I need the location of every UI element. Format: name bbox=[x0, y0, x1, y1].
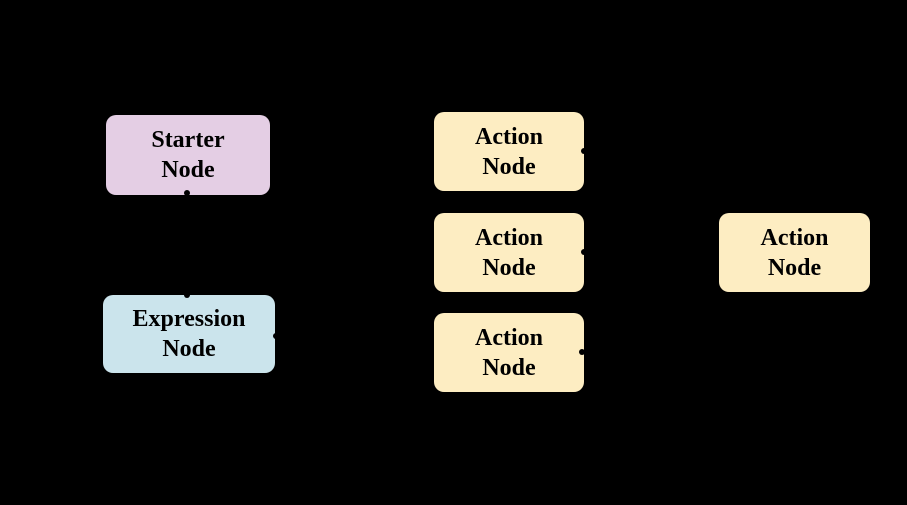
starter-node-label-line2: Node bbox=[161, 157, 215, 183]
action-node-3-label-line1: Action bbox=[475, 324, 543, 351]
connector-dot-expression-right bbox=[273, 333, 279, 339]
action-node-4-label-line2: Node bbox=[767, 254, 822, 281]
action-node-1: Action Node bbox=[434, 112, 584, 191]
action-node-3-label-line2: Node bbox=[482, 354, 536, 381]
connector-dot-expression-top bbox=[184, 292, 190, 298]
expression-node-label-line2: Node bbox=[162, 336, 216, 362]
action-node-2: Action Node bbox=[434, 213, 584, 292]
starter-node-label-line1: Starter bbox=[151, 127, 225, 153]
starter-node: Starter Node bbox=[106, 115, 270, 195]
expression-node: Expression Node bbox=[103, 295, 275, 373]
action-node-1-label-line2: Node bbox=[482, 153, 536, 180]
action-node-1-label-line1: Action bbox=[475, 123, 543, 150]
action-node-4: Action Node bbox=[719, 213, 870, 292]
connector-dot-starter-bottom bbox=[184, 190, 190, 196]
connector-dot-action-2-right bbox=[581, 249, 587, 255]
connector-dot-action-1-right bbox=[581, 148, 587, 154]
action-node-3: Action Node bbox=[434, 313, 584, 392]
action-node-2-label-line1: Action bbox=[475, 224, 543, 251]
expression-node-label-line1: Expression bbox=[132, 306, 246, 332]
connector-dot-action-3-right bbox=[579, 349, 585, 355]
action-node-4-label-line1: Action bbox=[760, 224, 829, 251]
action-node-2-label-line2: Node bbox=[482, 254, 536, 281]
